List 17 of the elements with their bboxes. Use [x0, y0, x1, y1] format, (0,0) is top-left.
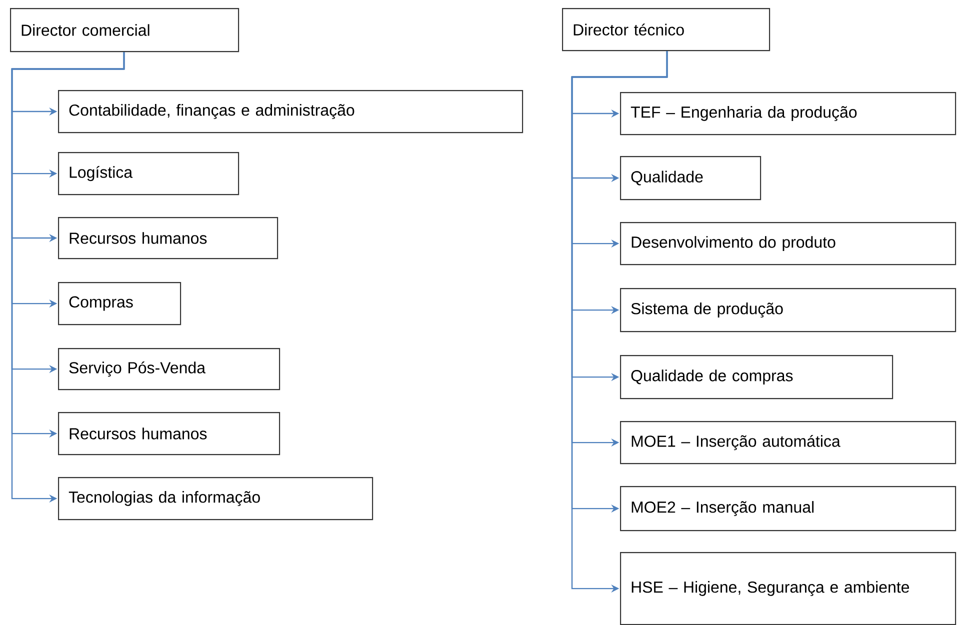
org-box: TEF – Engenharia da produção — [620, 92, 956, 136]
org-box: MOE2 – Inserção manual — [620, 486, 956, 532]
org-box: Director comercial — [10, 8, 240, 52]
org-box: Qualidade — [620, 156, 762, 200]
org-box: HSE – Higiene, Segurança e ambiente — [620, 552, 956, 625]
org-box: Sistema de produção — [620, 288, 956, 332]
org-box: Tecnologias da informação — [58, 477, 374, 520]
org-box: Recursos humanos — [58, 412, 280, 456]
org-box: MOE1 – Inserção automática — [620, 421, 956, 464]
org-box: Logística — [58, 152, 240, 196]
org-box: Qualidade de compras — [620, 355, 894, 400]
org-box: Director técnico — [562, 8, 770, 52]
org-box: Serviço Pós-Venda — [58, 348, 280, 390]
org-box: Contabilidade, finanças e administração — [58, 90, 524, 134]
org-box: Recursos humanos — [58, 217, 278, 260]
org-box: Desenvolvimento do produto — [620, 222, 956, 266]
org-box: Compras — [58, 282, 182, 326]
